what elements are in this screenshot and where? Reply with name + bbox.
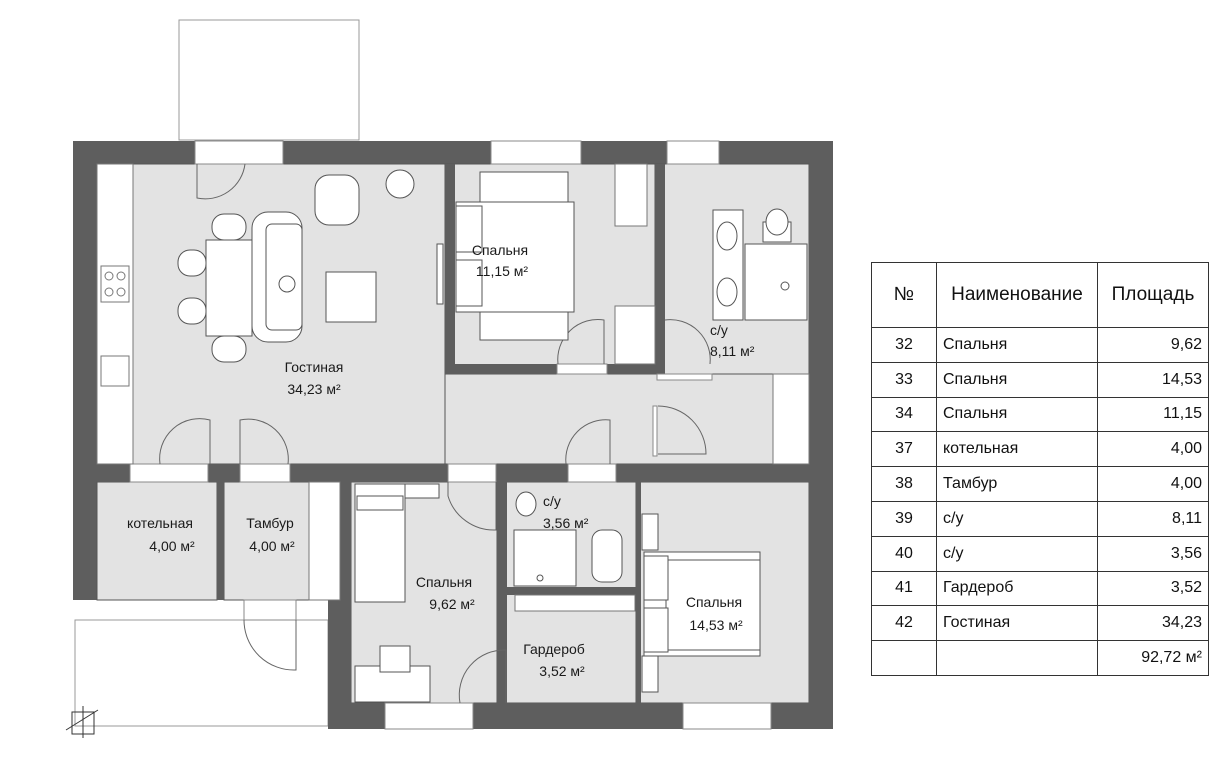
- room-area-bed34: 11,15 м²: [476, 263, 529, 279]
- room-labels: Гостиная 34,23 м² Спальня 11,15 м² с/у 8…: [127, 242, 755, 679]
- row-no: 42: [871, 605, 937, 642]
- floor-plan: Гостиная 34,23 м² Спальня 11,15 м² с/у 8…: [65, 19, 833, 738]
- dining-set: [177, 169, 415, 363]
- room-area-boiler: 4,00 м²: [149, 538, 195, 554]
- row-name: котельная: [936, 431, 1098, 468]
- room-name-living: Гостиная: [285, 359, 344, 375]
- total-no-cell: [871, 640, 937, 676]
- door-swings: [159, 163, 711, 704]
- bath-40-fixtures: [513, 491, 623, 587]
- room-name-boiler: котельная: [127, 515, 193, 531]
- table-row: 37 котельная 4,00: [871, 431, 1209, 468]
- room-area-wc39: 8,11 м²: [710, 343, 755, 359]
- row-area: 11,15: [1097, 396, 1209, 433]
- bed-33: [641, 513, 761, 693]
- row-name: Тамбур: [936, 466, 1098, 502]
- room-name-bed34: Спальня: [472, 242, 528, 258]
- total-name-cell: [936, 640, 1098, 676]
- row-no: 34: [871, 396, 937, 433]
- room-name-bed33: Спальня: [686, 594, 742, 610]
- row-name: Спальня: [936, 327, 1098, 363]
- row-no: 32: [871, 327, 937, 363]
- terrace-bottom: [74, 619, 329, 727]
- room-name-bed32: Спальня: [416, 574, 472, 590]
- room-area-bed33: 14,53 м²: [689, 617, 743, 633]
- row-no: 37: [871, 431, 937, 468]
- table-row: 40 с/у 3,56: [871, 535, 1209, 572]
- table-row: 38 Тамбур 4,00: [871, 466, 1209, 502]
- kitchen-counter: [96, 163, 134, 465]
- row-no: 40: [871, 535, 937, 572]
- table-row: 34 Спальня 11,15: [871, 396, 1209, 433]
- bed-32: [354, 483, 440, 703]
- room-area-living: 34,23 м²: [287, 381, 341, 397]
- table-header-row: № Наименование Площадь: [871, 262, 1209, 328]
- row-no: 41: [871, 570, 937, 607]
- row-area: 4,00: [1097, 431, 1209, 468]
- table-row: 39 с/у 8,11: [871, 500, 1209, 537]
- row-name: Спальня: [936, 361, 1098, 398]
- row-area: 4,00: [1097, 466, 1209, 502]
- row-area: 8,11: [1097, 500, 1209, 537]
- room-name-tambur: Тамбур: [246, 515, 294, 531]
- row-area: 3,52: [1097, 570, 1209, 607]
- row-no: 39: [871, 500, 937, 537]
- row-no: 33: [871, 361, 937, 398]
- room-area-tambur: 4,00 м²: [249, 538, 295, 554]
- row-name: Спальня: [936, 396, 1098, 433]
- table-total-row: 92,72 м²: [871, 640, 1209, 676]
- row-area: 3,56: [1097, 535, 1209, 572]
- room-area-wardrobe: 3,52 м²: [539, 663, 585, 679]
- total-area: 92,72 м²: [1097, 640, 1209, 676]
- row-name: Гостиная: [936, 605, 1098, 642]
- table-row: 41 Гардероб 3,52: [871, 570, 1209, 607]
- header-name: Наименование: [936, 262, 1098, 328]
- header-area: Площадь: [1097, 262, 1209, 328]
- area-table: № Наименование Площадь 32 Спальня 9,62 3…: [871, 262, 1209, 676]
- row-area: 9,62: [1097, 327, 1209, 363]
- room-name-wc39: с/у: [710, 322, 728, 338]
- room-area-bed32: 9,62 м²: [429, 596, 475, 612]
- openings: [129, 140, 772, 730]
- room-name-wardrobe: Гардероб: [523, 641, 585, 657]
- row-name: Гардероб: [936, 570, 1098, 607]
- row-area: 14,53: [1097, 361, 1209, 398]
- row-no: 38: [871, 466, 937, 502]
- table-row: 33 Спальня 14,53: [871, 361, 1209, 398]
- room-area-wc40: 3,56 м²: [543, 515, 589, 531]
- north-marker: [65, 706, 99, 738]
- bath-39-fixtures: [712, 208, 808, 321]
- row-name: с/у: [936, 500, 1098, 537]
- row-area: 34,23: [1097, 605, 1209, 642]
- room-name-wc40: с/у: [543, 493, 561, 509]
- header-no: №: [871, 262, 937, 328]
- table-row: 32 Спальня 9,62: [871, 327, 1209, 363]
- table-row: 42 Гостиная 34,23: [871, 605, 1209, 642]
- bed-34: [455, 171, 575, 341]
- tv-unit: [436, 243, 444, 305]
- row-name: с/у: [936, 535, 1098, 572]
- terrace-top: [178, 19, 360, 141]
- wardrobes: [308, 163, 810, 612]
